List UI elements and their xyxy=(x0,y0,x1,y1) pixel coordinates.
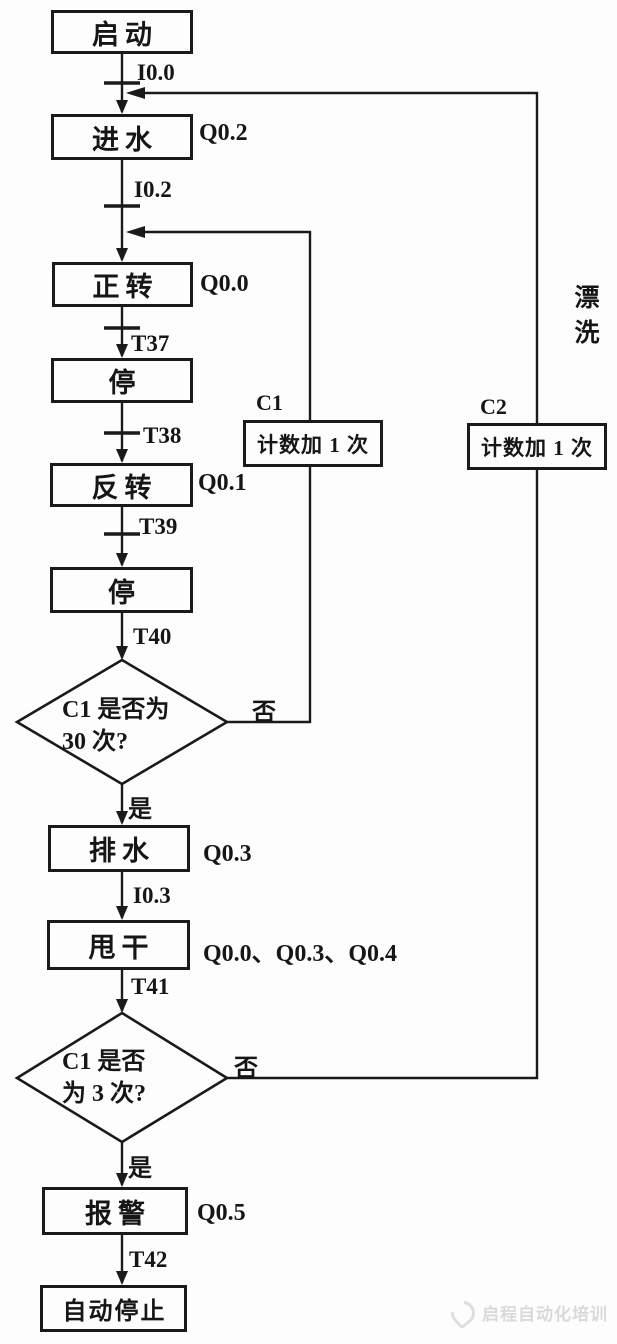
watermark-bird-icon xyxy=(446,1295,480,1330)
watermark: 启程自动化培训 xyxy=(446,1295,608,1330)
step-alarm-box: 报警 xyxy=(42,1187,188,1235)
step-stop2-label: 停 xyxy=(108,577,141,608)
step-spin-label: 甩干 xyxy=(88,932,155,963)
output-drain-label: Q0.3 xyxy=(203,841,252,867)
step-drain-box: 排水 xyxy=(48,825,190,872)
transition-i00-label: I0.0 xyxy=(137,60,175,85)
transition-t40-label: T40 xyxy=(133,624,172,649)
step-forward-box: 正转 xyxy=(52,262,193,307)
decision2-yes-label: 是 xyxy=(128,1156,152,1182)
step-stop2-box: 停 xyxy=(50,567,193,613)
decision1-line2: 30 次? xyxy=(62,729,128,755)
counter-c2-text: 计数加 1 次 xyxy=(481,435,593,460)
decision2-line2: 为 3 次? xyxy=(62,1081,146,1107)
counter-c1-text: 计数加 1 次 xyxy=(257,432,369,457)
decision1-text: C1 是否为 30 次? xyxy=(62,694,169,758)
decision1-yes-label: 是 xyxy=(128,797,152,823)
counter-c1-box: 计数加 1 次 xyxy=(243,420,383,467)
step-water-in-label: 进水 xyxy=(92,124,158,155)
step-start-box: 启动 xyxy=(51,10,193,54)
transition-t39-label: T39 xyxy=(139,514,178,539)
step-water-in-box: 进水 xyxy=(51,114,193,160)
rinse-loop-label: 漂洗 xyxy=(571,284,598,354)
transition-i03-label: I0.3 xyxy=(133,883,171,908)
transition-t41-label: T41 xyxy=(131,974,170,999)
step-forward-label: 正转 xyxy=(92,272,159,302)
output-forward-label: Q0.0 xyxy=(200,271,249,297)
decision2-text: C1 是否 为 3 次? xyxy=(62,1046,146,1110)
counter-c1-name: C1 xyxy=(256,390,283,415)
transition-t38-label: T38 xyxy=(143,423,182,448)
step-stop1-box: 停 xyxy=(51,358,193,403)
step-spin-box: 甩干 xyxy=(47,920,190,970)
step-alarm-label: 报警 xyxy=(85,1198,151,1229)
step-reverse-box: 反转 xyxy=(50,463,193,507)
step-start-label: 启动 xyxy=(92,19,158,50)
step-auto-stop-label: 自动停止 xyxy=(62,1299,167,1325)
decision2-no-label: 否 xyxy=(234,1056,258,1082)
output-reverse-label: Q0.1 xyxy=(198,470,247,496)
step-drain-label: 排水 xyxy=(89,836,155,866)
step-reverse-label: 反转 xyxy=(91,472,158,503)
decision1-no-label: 否 xyxy=(252,700,276,726)
step-auto-stop-box: 自动停止 xyxy=(40,1285,187,1332)
step-stop1-label: 停 xyxy=(108,368,142,398)
watermark-text: 启程自动化培训 xyxy=(482,1305,608,1324)
decision1-line1: C1 是否为 xyxy=(62,697,170,723)
decision2-line1: C1 是否 xyxy=(62,1049,146,1075)
output-alarm-label: Q0.5 xyxy=(197,1200,246,1226)
counter-c2-box: 计数加 1 次 xyxy=(467,423,607,470)
counter-c2-name: C2 xyxy=(480,394,507,419)
transition-i02-label: I0.2 xyxy=(134,177,172,202)
transition-t42-label: T42 xyxy=(129,1247,168,1272)
output-spin-label: Q0.0、Q0.3、Q0.4 xyxy=(203,941,398,967)
output-water-in-label: Q0.2 xyxy=(199,120,248,146)
transition-t37-label: T37 xyxy=(131,331,170,356)
